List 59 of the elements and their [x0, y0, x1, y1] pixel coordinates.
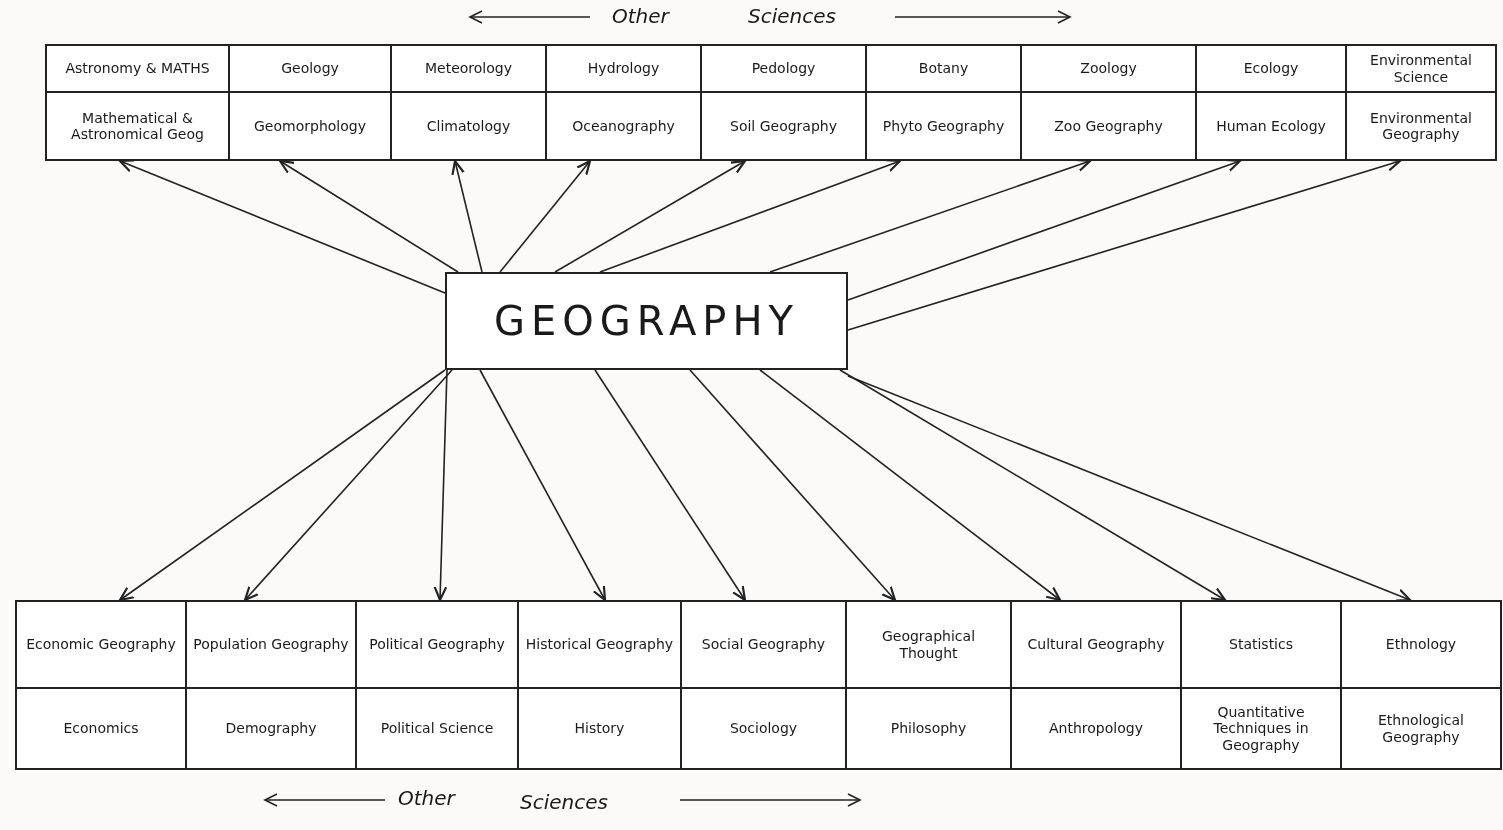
subject-label: Ethnology: [1384, 635, 1458, 655]
arrow: [499, 159, 592, 273]
arrow: [839, 369, 1227, 602]
subject-label: Political Geography: [368, 635, 506, 655]
arrow: [433, 369, 448, 602]
subject-label: Astronomy & MATHS: [64, 59, 211, 79]
table-column: [1345, 44, 1497, 161]
table-column: [865, 44, 1022, 161]
table-column: [845, 600, 1012, 770]
arrow: [118, 369, 446, 602]
table-column: [1180, 600, 1342, 770]
subject-label: Pedology: [750, 59, 817, 79]
subject-label: Ecology: [1242, 59, 1300, 79]
subject-label: Cultural Geography: [1026, 635, 1166, 655]
central-box: [445, 272, 848, 370]
arrow: [479, 369, 607, 602]
note-text: Other: [612, 4, 669, 28]
table-column: [390, 44, 547, 161]
table-column: [680, 600, 847, 770]
subject-label: Geographical Thought: [880, 627, 977, 663]
arrow: [451, 159, 483, 273]
table-column: [545, 44, 702, 161]
subject-label: Environmental Science: [1369, 51, 1473, 87]
table-column: [1340, 600, 1502, 770]
subject-label: Social Geography: [700, 635, 827, 655]
table-column: [517, 600, 682, 770]
subject-label: Economic Geography: [25, 635, 177, 655]
arrow: [554, 159, 747, 273]
note-text: Other: [398, 786, 455, 810]
note-text: Sciences: [748, 4, 836, 28]
arrow: [759, 369, 1062, 602]
note-text: Sciences: [520, 790, 608, 814]
subject-label: Geology: [280, 59, 340, 79]
subject-label: Historical Geography: [524, 635, 675, 655]
arrow: [594, 369, 747, 602]
subject-label: Ethnological Geography: [1342, 687, 1500, 768]
arrow: [118, 159, 446, 294]
table-column: [15, 600, 187, 770]
arrow: [599, 159, 902, 273]
arrow: [243, 369, 453, 602]
table-column: [1020, 44, 1197, 161]
arrow: [847, 375, 1412, 602]
table-column: [700, 44, 867, 161]
table-column: [355, 600, 519, 770]
subject-label: Botany: [917, 59, 970, 79]
table-column: [1195, 44, 1347, 161]
table-column: [185, 600, 357, 770]
table-column: [228, 44, 392, 161]
subject-label: Statistics: [1228, 635, 1294, 655]
table-column: [45, 44, 230, 161]
subject-label: Population Geography: [192, 635, 350, 655]
title-text: GEOGRAPHY: [493, 297, 800, 346]
arrow: [689, 369, 897, 602]
subject-label: Zoology: [1079, 59, 1138, 79]
subject-label: Hydrology: [586, 59, 661, 79]
arrow: [278, 159, 459, 273]
subject-label: Meteorology: [424, 59, 513, 79]
table-column: [1010, 600, 1182, 770]
subject-label: Environmental Geography: [1347, 91, 1495, 159]
